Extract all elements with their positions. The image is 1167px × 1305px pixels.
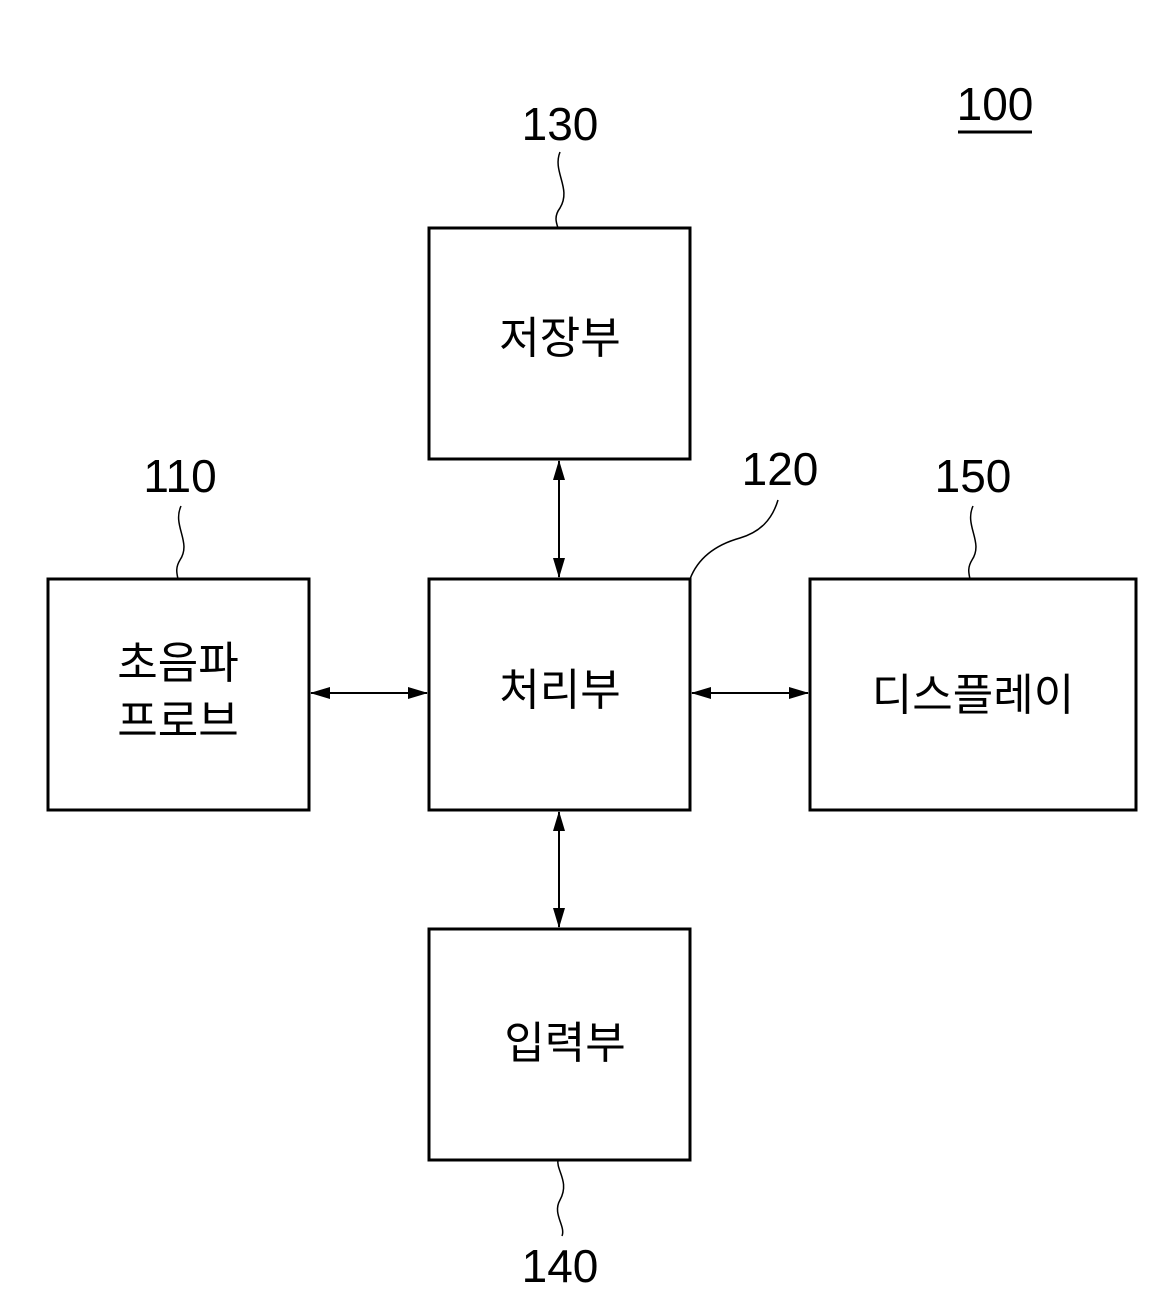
storage-ref: 130 (522, 98, 599, 150)
display-label: 디스플레이 (872, 671, 1074, 720)
probe-leader (177, 506, 184, 579)
storage-leader (556, 152, 564, 228)
figure-ref: 100 (957, 78, 1034, 130)
storage-label: 저장부 (499, 314, 620, 363)
display-ref: 150 (935, 450, 1012, 502)
probe-ref: 110 (143, 450, 216, 502)
probe-label-line2: 프로브 (117, 697, 238, 746)
input-leader (557, 1160, 563, 1236)
input-label: 입력부 (504, 1019, 625, 1068)
probe-block (48, 579, 309, 810)
processor-leader (690, 500, 778, 579)
processor-ref: 120 (742, 443, 819, 495)
processor-label: 처리부 (499, 666, 620, 715)
input-ref: 140 (522, 1240, 599, 1292)
display-leader (969, 506, 976, 579)
probe-label-line1: 초음파 (117, 639, 238, 688)
